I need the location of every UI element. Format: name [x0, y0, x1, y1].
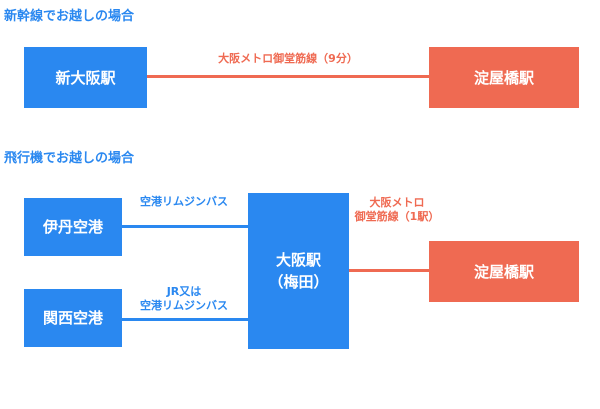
yodoyabashi-station-label: 淀屋橋駅: [473, 68, 534, 87]
itami-bus-connector: [122, 225, 248, 228]
yodoyabashi-station-label-2: 淀屋橋駅: [473, 262, 534, 281]
kansai-route-line2: 空港リムジンバス: [140, 299, 228, 312]
airplane-heading: 飛行機でお越しの場合: [4, 151, 135, 166]
itami-route-label: 空港リムジンバス: [140, 195, 228, 208]
osaka-station-box: 大阪駅 （梅田）: [248, 193, 349, 349]
metro-route-label: 大阪メトロ 御堂筋線（1駅）: [342, 196, 452, 224]
midosuji-line-connector: [147, 75, 429, 78]
metro-connector: [349, 269, 429, 272]
kansai-airport-label: 関西空港: [42, 309, 103, 327]
yodoyabashi-station-box-2: 淀屋橋駅: [429, 241, 579, 302]
umeda-label: （梅田）: [268, 273, 329, 291]
midosuji-route-label: 大阪メトロ御堂筋線（9分）: [218, 52, 358, 65]
itami-airport-label: 伊丹空港: [42, 218, 103, 236]
shin-osaka-station-box: 新大阪駅: [24, 47, 147, 108]
metro-route-line2: 御堂筋線（1駅）: [354, 210, 440, 223]
kansai-route-label: JR又は 空港リムジンバス: [125, 285, 243, 313]
yodoyabashi-station-box: 淀屋橋駅: [429, 47, 579, 108]
kansai-route-line1: JR又は: [166, 285, 202, 298]
osaka-station-label: 大阪駅: [275, 251, 321, 269]
itami-airport-box: 伊丹空港: [24, 198, 122, 256]
kansai-airport-box: 関西空港: [24, 289, 122, 347]
shin-osaka-station-label: 新大阪駅: [55, 68, 116, 87]
shinkansen-heading: 新幹線でお越しの場合: [4, 9, 135, 24]
metro-route-line1: 大阪メトロ: [369, 196, 425, 209]
kansai-connector: [122, 318, 248, 321]
